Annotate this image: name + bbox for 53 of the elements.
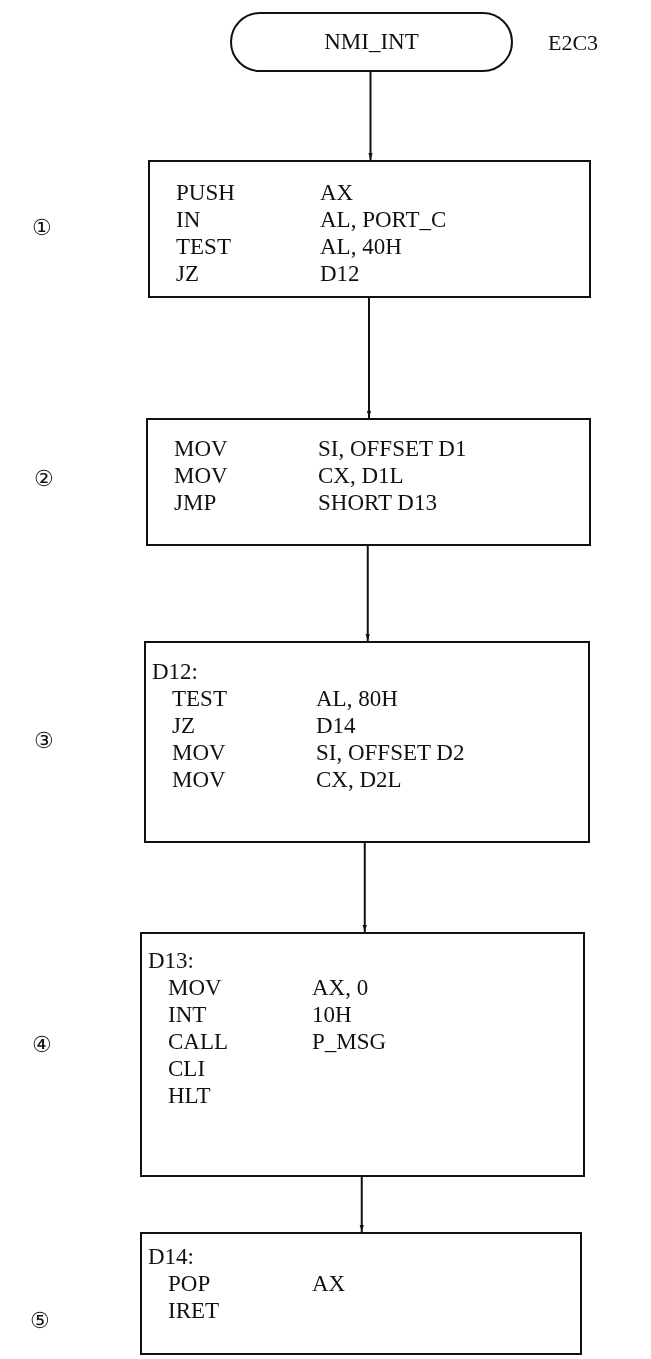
- instruction-operand: AL, 80H: [316, 686, 398, 712]
- step-number: ②: [34, 466, 54, 492]
- instruction-mnemonic: CALL: [168, 1029, 229, 1055]
- instruction-mnemonic: JZ: [176, 261, 199, 287]
- instruction-mnemonic: MOV: [174, 463, 228, 489]
- instruction-mnemonic: POP: [168, 1271, 211, 1297]
- instruction-operand: SHORT D13: [318, 490, 437, 516]
- process-box: [146, 418, 591, 546]
- instruction-mnemonic: MOV: [174, 436, 228, 462]
- instruction-mnemonic: CLI: [168, 1056, 206, 1082]
- arrow: [362, 842, 367, 933]
- instruction-operand: AX: [312, 1271, 346, 1297]
- instruction-mnemonic: MOV: [172, 740, 226, 766]
- code-label: D12:: [152, 659, 198, 685]
- instruction-mnemonic: JMP: [174, 490, 217, 516]
- instruction-operand: 10H: [312, 1002, 352, 1028]
- instruction-operand: D12: [320, 261, 360, 287]
- instruction-operand: AL, 40H: [320, 234, 402, 260]
- instruction-operand: D14: [316, 713, 356, 739]
- arrow: [359, 1176, 364, 1233]
- terminal-label: NMI_INT: [324, 29, 419, 55]
- arrow: [366, 297, 372, 419]
- instruction-mnemonic: IRET: [168, 1298, 220, 1324]
- process-box: [140, 1232, 582, 1355]
- instruction-mnemonic: MOV: [172, 767, 226, 793]
- instruction-mnemonic: PUSH: [176, 180, 235, 206]
- instruction-operand: CX, D2L: [316, 767, 402, 793]
- instruction-mnemonic: HLT: [168, 1083, 211, 1109]
- instruction-mnemonic: JZ: [172, 713, 195, 739]
- instruction-mnemonic: MOV: [168, 975, 222, 1001]
- instruction-operand: SI, OFFSET D1: [318, 436, 467, 462]
- instruction-operand: AX: [320, 180, 354, 206]
- step-number: ③: [34, 728, 54, 754]
- arrow: [368, 71, 373, 161]
- instruction-mnemonic: TEST: [172, 686, 227, 712]
- step-number: ①: [32, 215, 52, 241]
- step-number: ④: [32, 1032, 52, 1058]
- instruction-mnemonic: TEST: [176, 234, 231, 260]
- process-box: [140, 932, 585, 1177]
- code-label: D14:: [148, 1244, 194, 1270]
- process-box: [144, 641, 590, 843]
- instruction-mnemonic: IN: [176, 207, 201, 233]
- instruction-operand: SI, OFFSET D2: [316, 740, 465, 766]
- code-label: D13:: [148, 948, 194, 974]
- instruction-operand: CX, D1L: [318, 463, 404, 489]
- instruction-mnemonic: INT: [168, 1002, 207, 1028]
- arrow: [365, 545, 370, 642]
- instruction-operand: AX, 0: [312, 975, 369, 1001]
- process-box: [148, 160, 591, 298]
- instruction-operand: P_MSG: [312, 1029, 387, 1055]
- routine-address: E2C3: [548, 30, 599, 56]
- instruction-operand: AL, PORT_C: [320, 207, 447, 233]
- step-number: ⑤: [30, 1308, 50, 1334]
